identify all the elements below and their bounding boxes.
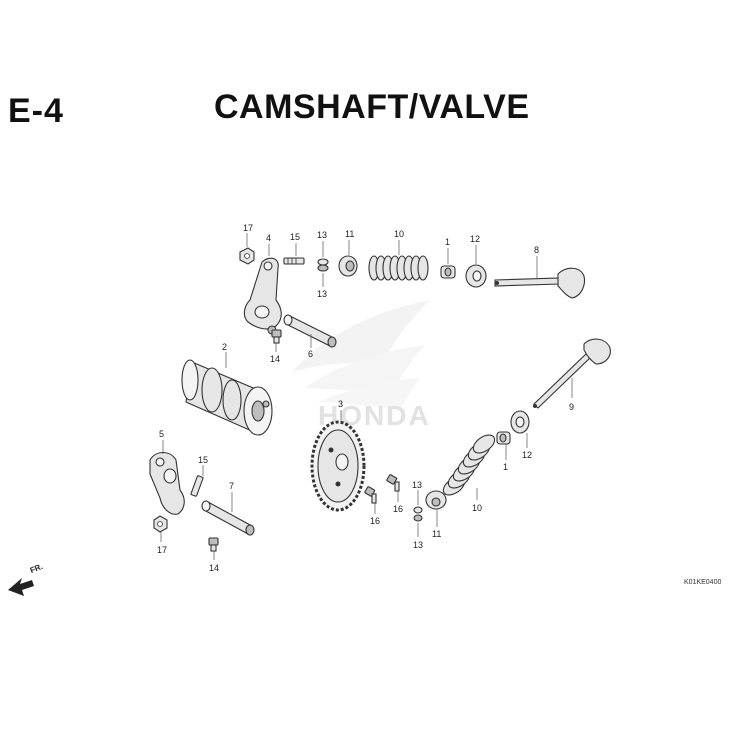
callout-13-top-b: 13 [317,289,327,299]
part-10-valve-spring-top [368,255,429,281]
callout-8: 8 [534,245,539,255]
part-3-cam-sprocket [310,420,366,512]
part-17-nut-bottom [153,515,168,533]
callout-9: 9 [569,402,574,412]
callout-17-top: 17 [243,223,253,233]
callout-1-bottom: 1 [503,462,508,472]
callout-11-top: 11 [345,229,354,239]
part-6-rocker-arm-shaft-top [283,314,337,348]
callout-4: 4 [266,233,271,243]
part-1-stem-seal-top [440,265,456,279]
part-5-rocker-arm-bottom [149,451,185,515]
callout-13-top-a: 13 [317,230,327,240]
part-4-rocker-arm-top [243,257,282,335]
callout-15-bottom: 15 [198,455,208,465]
part-9-exhaust-valve [533,338,611,409]
part-2-camshaft [181,359,273,436]
callout-14-bottom: 14 [209,563,219,573]
part-15-adjusting-screw-top [283,257,305,265]
callout-14-top: 14 [270,354,280,364]
callout-17-bottom: 17 [157,545,167,555]
part-11-spring-retainer-top [338,255,358,277]
callout-11-bottom: 11 [432,529,441,539]
part-16-bolt-b [386,474,400,492]
part-12-spring-seat-top [465,264,487,288]
callout-16-a: 16 [370,516,380,526]
part-15-adjusting-screw-bottom [190,475,204,497]
part-12-spring-seat-bottom [510,410,530,434]
callout-3: 3 [338,399,343,409]
part-16-bolt-a [364,486,377,504]
part-7-rocker-arm-shaft-bottom [201,500,255,536]
part-8-intake-valve [494,267,586,299]
drawing-code: K01KE0400 [684,579,722,586]
callout-10-top: 10 [394,229,404,239]
part-14-bolt-bottom [208,537,219,552]
callout-12-bottom: 12 [522,450,532,460]
callout-12-top: 12 [470,234,480,244]
part-1-stem-seal-bottom [496,431,511,445]
callout-6: 6 [308,349,313,359]
part-13-valve-cotter-top [317,258,329,272]
callout-13-bottom-a: 13 [412,480,422,490]
part-13-valve-cotter-bottom [413,506,423,522]
part-11-spring-retainer-bottom [425,490,447,510]
callout-2: 2 [222,342,227,352]
part-14-bolt-top [271,329,282,344]
callout-10-bottom: 10 [472,503,482,513]
front-direction-arrow-icon [8,578,34,596]
honda-wing-watermark [292,300,430,410]
callout-1-top: 1 [445,237,450,247]
part-10-valve-spring-bottom [442,434,496,496]
callout-16-b: 16 [393,504,403,514]
page-title: CAMSHAFT/VALVE [214,88,530,126]
callout-7: 7 [229,481,234,491]
part-17-nut-top [239,247,255,265]
section-code: E-4 [8,92,64,130]
callout-15-top: 15 [290,232,300,242]
callout-13-bottom-b: 13 [413,540,423,550]
callout-5: 5 [159,429,164,439]
